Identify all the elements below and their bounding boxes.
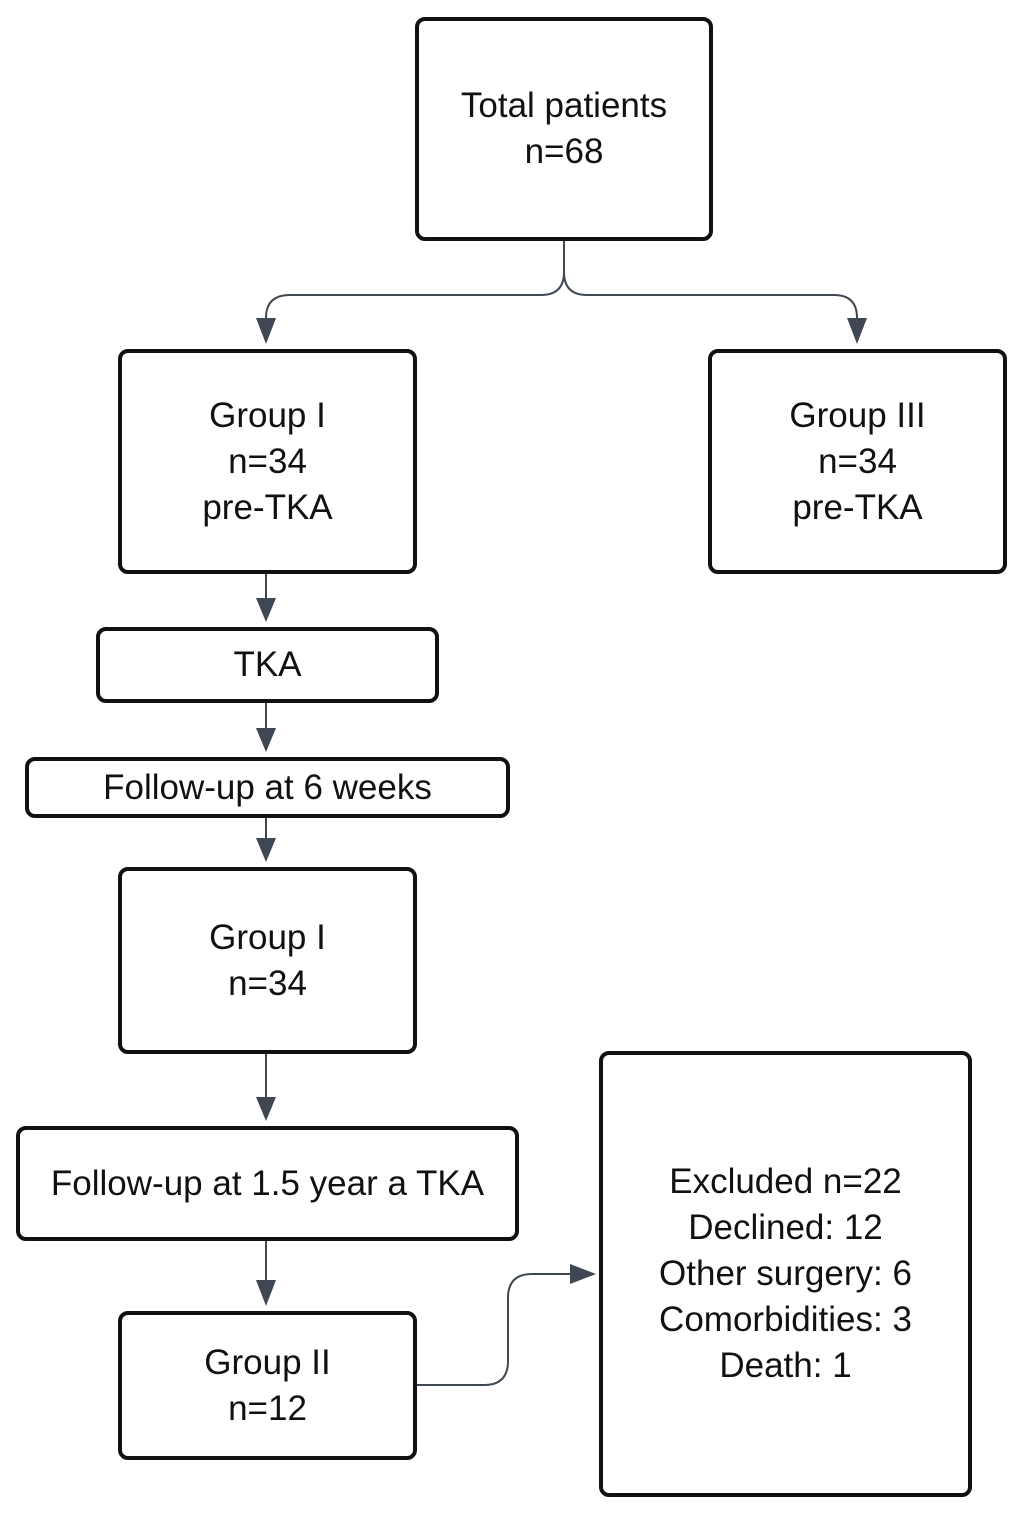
group2-count: n=12 xyxy=(228,1388,307,1428)
group3-pre-stage: pre-TKA xyxy=(792,487,923,527)
followup-1-5-year-box: Follow-up at 1.5 year a TKA xyxy=(16,1126,519,1241)
arrowhead-group1 xyxy=(256,318,276,344)
tka-box: TKA xyxy=(96,627,439,703)
group3-pre-count: n=34 xyxy=(818,441,897,481)
excluded-other-surgery: Other surgery: 6 xyxy=(659,1254,912,1293)
followup-6-weeks-label: Follow-up at 6 weeks xyxy=(103,767,432,807)
arrowhead-group3 xyxy=(847,318,867,344)
total-patients-count: n=68 xyxy=(524,132,604,171)
excluded-box: Excluded n=22 Declined: 12 Other surgery… xyxy=(599,1051,972,1497)
excluded-total: Excluded n=22 xyxy=(669,1162,902,1201)
group3-pre-tka-box: Group III n=34 pre-TKA xyxy=(708,349,1007,574)
group1-pre-label: Group I xyxy=(209,395,326,435)
group1-pre-stage: pre-TKA xyxy=(202,487,333,527)
group2-box: Group II n=12 xyxy=(118,1311,417,1460)
group1-post-count: n=34 xyxy=(228,963,307,1003)
group1-pre-count: n=34 xyxy=(228,441,307,481)
group1-pre-tka-box: Group I n=34 pre-TKA xyxy=(118,349,417,574)
excluded-declined: Declined: 12 xyxy=(688,1208,883,1247)
connector-group2-to-excluded xyxy=(416,1273,570,1386)
arrowhead-followup15y xyxy=(256,1097,276,1121)
total-patients-label: Total patients xyxy=(460,86,668,125)
followup-1-5-year-label: Follow-up at 1.5 year a TKA xyxy=(50,1163,485,1203)
connector-total-to-group3 xyxy=(563,271,858,319)
followup-6-weeks-box: Follow-up at 6 weeks xyxy=(25,757,510,818)
arrowhead-followup6w xyxy=(256,728,276,752)
excluded-death: Death: 1 xyxy=(719,1346,852,1385)
total-patients-box: Total patients n=68 xyxy=(415,17,713,241)
tka-label: TKA xyxy=(233,645,302,684)
arrowhead-excluded xyxy=(570,1264,596,1284)
group3-pre-label: Group III xyxy=(789,395,926,435)
arrowhead-group2 xyxy=(256,1280,276,1306)
excluded-comorbidities: Comorbidities: 3 xyxy=(659,1300,912,1339)
group2-label: Group II xyxy=(204,1342,331,1382)
connector-total-to-group1 xyxy=(265,240,565,319)
group1-post-box: Group I n=34 xyxy=(118,867,417,1054)
arrowhead-tka xyxy=(256,598,276,622)
group1-post-label: Group I xyxy=(209,917,326,957)
arrowhead-group1post xyxy=(256,838,276,862)
